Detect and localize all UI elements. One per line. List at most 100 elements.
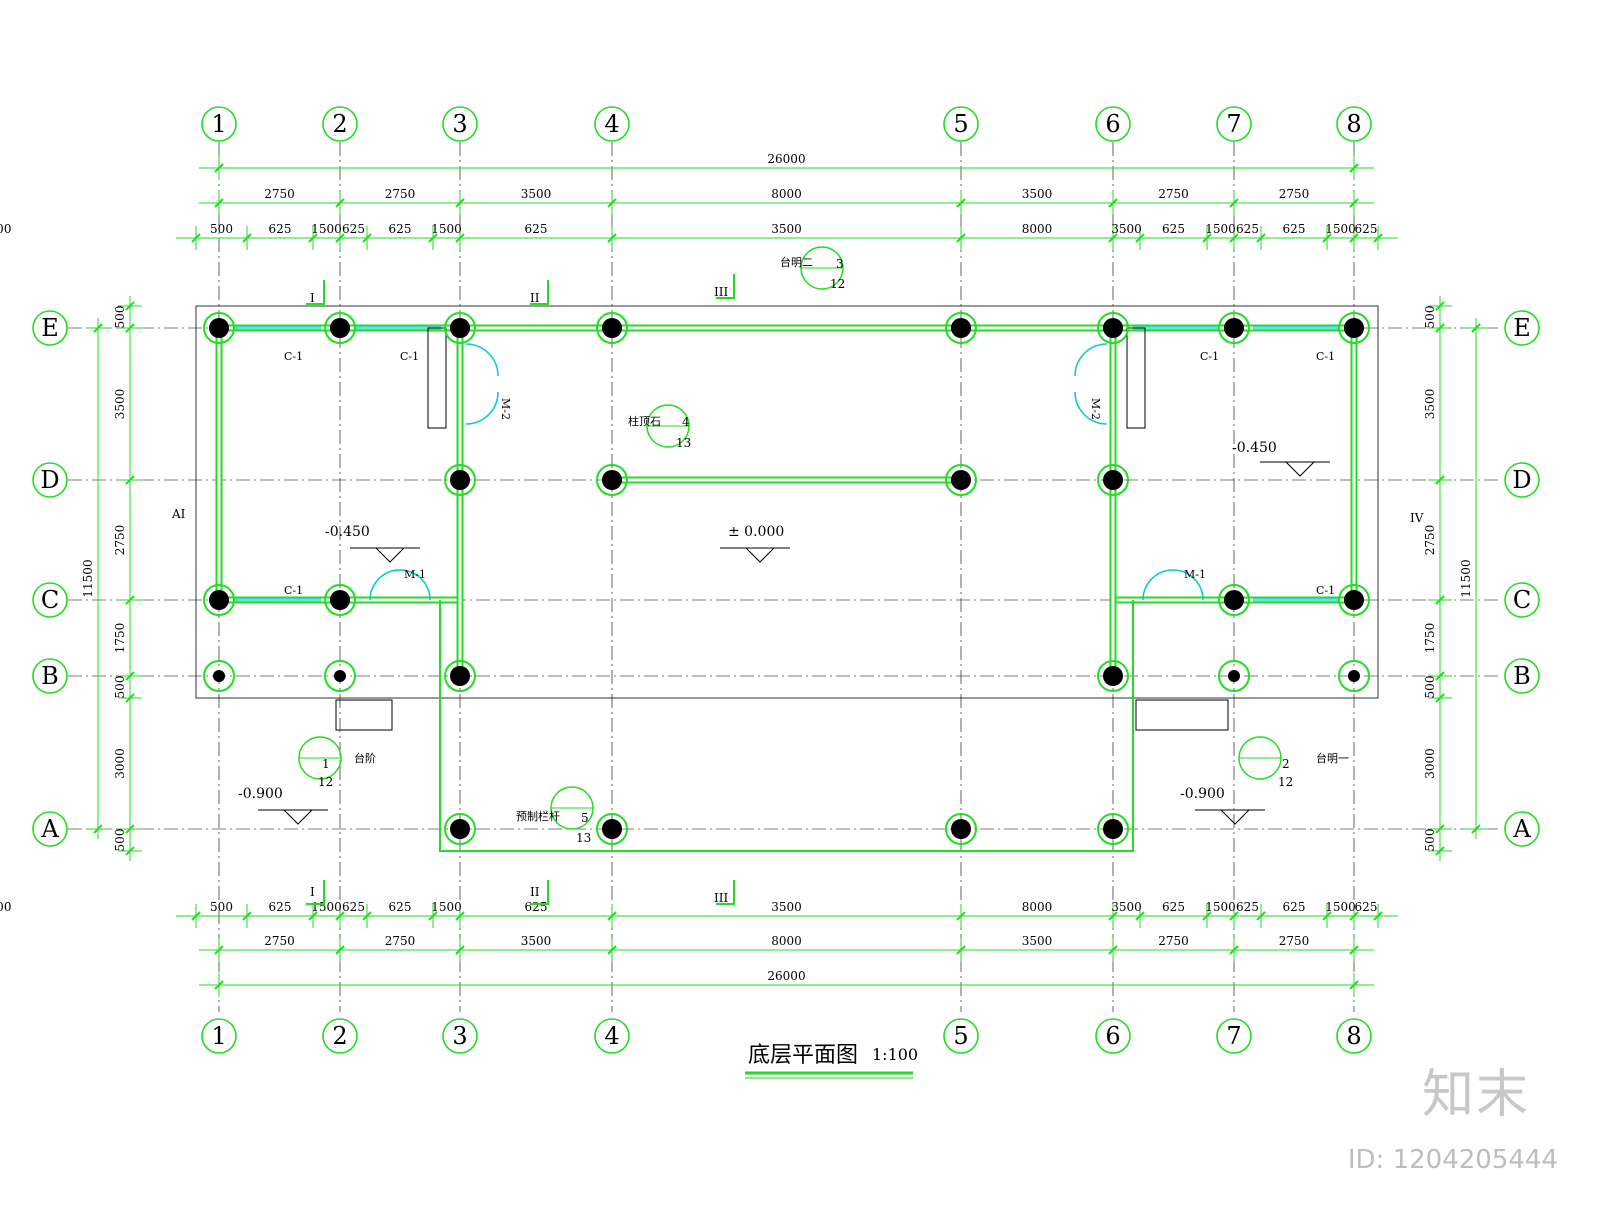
column	[330, 318, 350, 338]
axis-label-col: 7	[1226, 110, 1241, 138]
axis-bubble-col	[1336, 106, 1372, 142]
dim-tick	[607, 911, 617, 921]
dim-tick	[1256, 233, 1266, 243]
elevation-right-room: -0.450	[1232, 440, 1277, 456]
axis-label-col: 3	[452, 110, 467, 138]
column-base	[1338, 660, 1370, 692]
dim-text: 8000	[1022, 900, 1053, 914]
window-glass	[1253, 325, 1339, 330]
dim-tick	[1229, 233, 1239, 243]
axis-bubble-row	[1504, 462, 1540, 498]
dim-text: 2750	[385, 187, 416, 201]
column-base	[1097, 813, 1129, 845]
dim-tick	[455, 233, 465, 243]
axis-bubble-row	[32, 310, 68, 346]
dim-tick	[308, 233, 318, 243]
column-base	[324, 660, 356, 692]
dim-tick	[428, 233, 438, 243]
elevation-center: ± 0.000	[728, 524, 784, 540]
axis-label-col: 6	[1105, 110, 1120, 138]
axis-bubble-col	[442, 1018, 478, 1054]
dim-text: 1500	[431, 900, 462, 914]
axis-label-col: 4	[604, 110, 619, 138]
dim-tick	[1435, 323, 1445, 333]
axis-label-col: 8	[1346, 1022, 1361, 1050]
window-glass	[1133, 325, 1219, 330]
dim-text: 11500	[81, 559, 95, 597]
column	[602, 470, 622, 490]
column	[330, 590, 350, 610]
dim-text: 625	[1283, 222, 1306, 236]
dim-text: 625	[1162, 222, 1185, 236]
axis-bubble-col	[201, 106, 237, 142]
dim-text: 625	[1355, 900, 1378, 914]
dim-tick	[125, 824, 135, 834]
column	[213, 670, 225, 682]
dim-text: 625	[389, 222, 412, 236]
door-swing-side	[1074, 343, 1108, 425]
door-swing-side	[465, 343, 499, 425]
dim-tick	[1349, 945, 1359, 955]
dim-text: 3500	[771, 222, 802, 236]
dim-text: 625	[1236, 900, 1259, 914]
section-mark: AI	[171, 507, 186, 521]
axis-bubble-col	[1095, 106, 1131, 142]
dim-tick	[1373, 233, 1383, 243]
dim-text: 2750	[1423, 525, 1437, 556]
axis-bubble-col	[322, 1018, 358, 1054]
dim-tick	[1108, 945, 1118, 955]
column-base	[1097, 464, 1129, 496]
axis-bubble-col	[1216, 1018, 1252, 1054]
dim-text: 500	[210, 900, 233, 914]
axis-bubble-col	[594, 1018, 630, 1054]
dim-tick	[1229, 911, 1239, 921]
dim-tick	[125, 595, 135, 605]
detail-sheet: 12	[830, 277, 845, 291]
column-base	[444, 660, 476, 692]
axis-label-col: 1	[211, 110, 226, 138]
dim-tick	[125, 475, 135, 485]
column-base	[1218, 312, 1250, 344]
dim-text: 1500	[311, 900, 342, 914]
dim-tick	[455, 945, 465, 955]
dim-tick	[214, 163, 224, 173]
dim-tick	[93, 824, 103, 834]
dim-tick	[1229, 945, 1239, 955]
dim-tick	[1322, 911, 1332, 921]
dim-text: 500	[113, 829, 127, 852]
elevation-mark	[1195, 809, 1265, 825]
dim-text: 2750	[1158, 187, 1189, 201]
column	[1344, 318, 1364, 338]
section-mark-bracket	[716, 880, 735, 905]
axis-label-col: 1	[211, 1022, 226, 1050]
dim-text: 1500	[431, 222, 462, 236]
axis-label-row: B	[41, 662, 59, 690]
dim-tick	[1471, 824, 1481, 834]
dim-tick	[125, 301, 135, 311]
dim-tick	[1471, 323, 1481, 333]
column	[1103, 666, 1123, 686]
door-frame	[1126, 327, 1146, 429]
section-mark-bracket	[306, 880, 325, 905]
column	[951, 470, 971, 490]
axis-label-col: 3	[452, 1022, 467, 1050]
dim-tick	[362, 233, 372, 243]
dim-text: 3500	[1111, 222, 1142, 236]
column-base	[324, 312, 356, 344]
dim-tick	[607, 233, 617, 243]
detail-sheet: 12	[318, 775, 333, 789]
dim-tick	[335, 198, 345, 208]
column-base	[203, 312, 235, 344]
axis-bubble-row	[1504, 582, 1540, 618]
axis-bubble-col	[1095, 1018, 1131, 1054]
section-mark-bracket	[530, 880, 549, 905]
detail-number: 2	[1282, 757, 1290, 771]
watermark-id: ID: 1204205444	[1347, 1145, 1558, 1175]
axis-bubble-row	[1504, 811, 1540, 847]
window-label: C-1	[1200, 350, 1219, 363]
window-label: C-1	[284, 584, 303, 597]
dim-tick	[125, 671, 135, 681]
column-base	[945, 813, 977, 845]
axis-grid-lines	[68, 142, 1500, 1012]
dim-tick	[1349, 911, 1359, 921]
